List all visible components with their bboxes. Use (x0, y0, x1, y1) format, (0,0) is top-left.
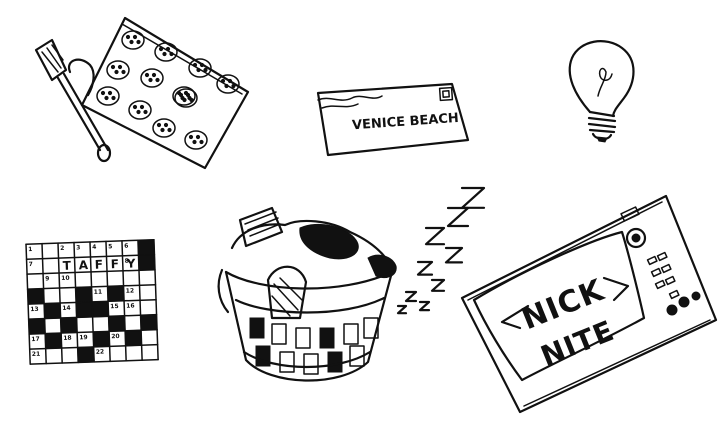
cookie (188, 58, 212, 78)
crossword-number: 21 (32, 351, 41, 358)
cookie (128, 100, 152, 120)
postcard-text: VENICE BEACH (352, 111, 460, 133)
crossword-number: 7 (29, 261, 33, 268)
crossword-number: 4 (92, 244, 96, 251)
sleep-z-icon (396, 186, 486, 315)
crossword-number: 22 (96, 349, 105, 356)
spatula-icon (34, 38, 112, 163)
z-letter (430, 278, 446, 292)
basket-slot (319, 327, 335, 349)
light-bulb-icon (568, 40, 635, 143)
crossword-number: 8 (125, 258, 129, 265)
crossword-number: 3 (76, 244, 80, 251)
basket-slot (363, 317, 379, 339)
crossword-number: 19 (79, 334, 88, 341)
crossword-number: 2 (60, 245, 64, 252)
postcard-icon: VENICE BEACH (316, 82, 470, 157)
crossword-letter: F (111, 257, 120, 271)
crossword-number: 1 (28, 246, 32, 253)
z-letter (446, 206, 470, 228)
z-letter (424, 226, 446, 246)
z-letter (416, 260, 434, 276)
crossword-letter: Y (126, 256, 136, 270)
z-letter (460, 186, 486, 209)
cookie (106, 60, 130, 80)
cookie (174, 88, 198, 108)
tv-button (660, 263, 672, 274)
cookie (152, 118, 176, 138)
crossword-number: 18 (63, 335, 72, 342)
tv-button (664, 275, 676, 286)
z-letter (404, 290, 418, 303)
crossword-number: 5 (108, 243, 112, 250)
cookie (216, 74, 240, 94)
crossword-number: 12 (126, 287, 135, 294)
crossword-letter: T (63, 259, 72, 273)
basket-slot (279, 351, 295, 373)
cookie (172, 86, 196, 106)
crossword-letter: F (95, 258, 104, 272)
television-icon: NICK NITE (460, 194, 718, 414)
basket-slot (249, 317, 265, 339)
crossword-number: 16 (126, 302, 135, 309)
laundry-basket-icon (217, 206, 397, 382)
basket-slot (295, 327, 311, 349)
crossword-number: 10 (61, 275, 70, 282)
cookie (154, 42, 178, 62)
cookie (121, 30, 145, 50)
tv-button (656, 251, 668, 262)
cookie (96, 86, 120, 106)
crossword-letter: A (79, 258, 89, 272)
z-letter (418, 300, 431, 312)
basket-slot (327, 351, 343, 373)
cookie (140, 68, 164, 88)
cookie-tray-icon (80, 16, 250, 170)
basket-slot (303, 353, 319, 375)
basket-slot (271, 323, 287, 345)
crossword-number: 13 (30, 306, 39, 313)
crossword-number: 20 (111, 333, 120, 340)
z-letter (396, 304, 408, 315)
tv-button (650, 267, 662, 278)
z-letter (444, 246, 464, 264)
crossword-number: 6 (124, 243, 128, 250)
crossword-number: 17 (31, 336, 40, 343)
tv-button (646, 255, 658, 266)
crossword-number: 15 (110, 303, 119, 310)
cookie (184, 130, 208, 150)
crossword-number: 11 (94, 289, 103, 296)
tv-button (668, 289, 680, 300)
crossword-number: 14 (62, 305, 71, 312)
tv-button (654, 279, 666, 290)
crossword-number: 9 (45, 275, 49, 282)
basket-slot (343, 323, 359, 345)
